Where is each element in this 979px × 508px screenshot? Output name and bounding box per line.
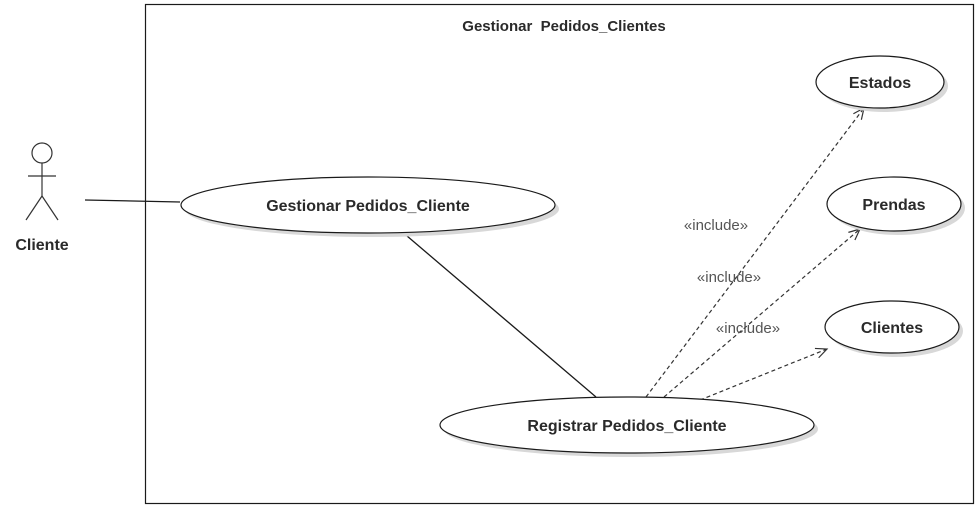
include-label-2: «include» — [697, 269, 761, 286]
use-case-label: Estados — [849, 75, 911, 92]
actor-cliente[interactable]: Cliente — [15, 142, 69, 254]
association-actor-gestionar — [84, 199, 181, 203]
use-case-label: Prendas — [862, 197, 925, 214]
stick-figure-icon — [25, 142, 59, 221]
use-case-prendas[interactable]: Prendas — [826, 176, 965, 235]
use-case-label: Gestionar Pedidos_Cliente — [266, 198, 470, 215]
association-gestionar-registrar — [399, 229, 597, 398]
actor-label: Cliente — [15, 237, 68, 254]
use-case-clientes[interactable]: Clientes — [824, 300, 963, 357]
include-arrow-prendas — [663, 228, 862, 398]
use-case-registrar-pedidos[interactable]: Registrar Pedidos_Cliente — [439, 396, 818, 457]
use-case-label: Clientes — [861, 320, 923, 337]
include-label-1: «include» — [684, 217, 748, 234]
use-case-gestionar-pedidos[interactable]: Gestionar Pedidos_Cliente — [180, 176, 559, 237]
system-title: Gestionar Pedidos_Clientes — [462, 18, 665, 35]
include-arrow-estados — [645, 106, 865, 398]
include-arrow-clientes — [699, 347, 829, 401]
use-case-estados[interactable]: Estados — [815, 55, 948, 112]
include-label-3: «include» — [716, 320, 780, 337]
use-case-label: Registrar Pedidos_Cliente — [527, 418, 726, 435]
